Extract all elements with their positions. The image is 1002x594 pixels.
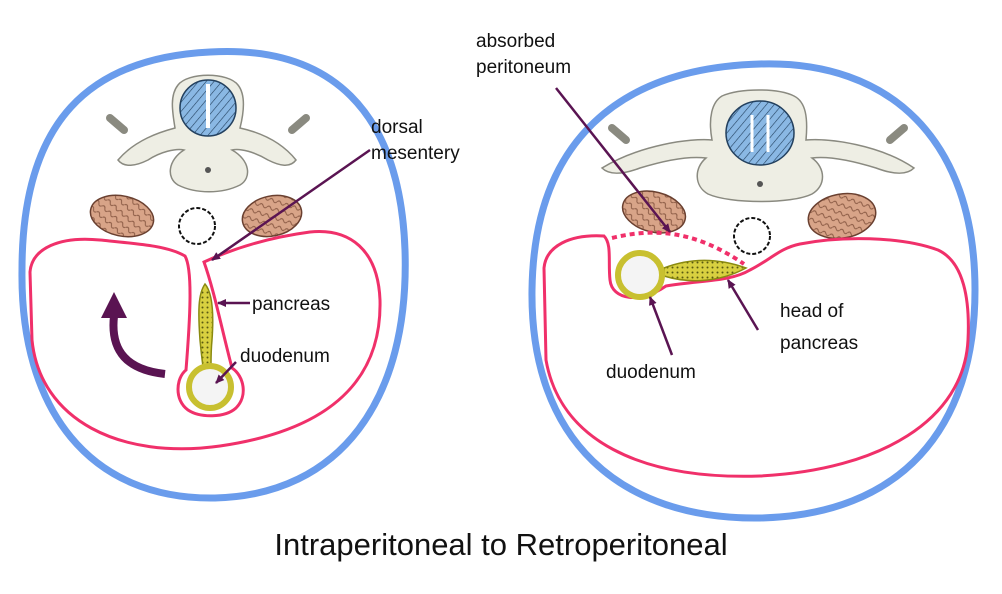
head-of-pancreas	[663, 259, 748, 282]
label-duodenum-right: duodenum	[606, 362, 696, 383]
head-of-pancreas-pointer	[726, 279, 760, 331]
label-head-of: head of	[780, 301, 844, 322]
duodenum-pointer-left	[215, 361, 237, 384]
diagram-title: Intraperitoneal to Retroperitoneal	[274, 527, 727, 562]
rotation-arrow	[109, 315, 166, 378]
body-wall-outline	[18, 47, 409, 502]
label-peritoneum: peritoneum	[476, 57, 571, 78]
aorta	[178, 207, 216, 245]
duodenum-pointer-right	[648, 296, 674, 356]
aorta	[733, 217, 771, 255]
kidney-right	[241, 194, 303, 238]
right-panel: absorbed peritoneum duodenum head of pan…	[476, 31, 979, 522]
body-wall-outline	[528, 60, 979, 522]
duodenum	[615, 250, 665, 300]
dorsal-mesentery-pointer	[211, 148, 371, 262]
label-pancreas-right: pancreas	[780, 333, 858, 354]
label-mesentery: mesentery	[371, 143, 460, 164]
label-absorbed: absorbed	[476, 31, 555, 52]
label-dorsal: dorsal	[371, 117, 423, 138]
left-panel: dorsal mesentery pancreas duodenum	[18, 47, 460, 502]
kidney-left	[89, 194, 155, 238]
peritoneal-cavity	[28, 230, 382, 451]
spinal-cord	[725, 100, 795, 166]
label-pancreas: pancreas	[252, 294, 330, 315]
peritoneal-cavity	[542, 234, 970, 478]
absorbed-peritoneum-pointer	[555, 87, 671, 233]
label-duodenum-left: duodenum	[240, 346, 330, 367]
